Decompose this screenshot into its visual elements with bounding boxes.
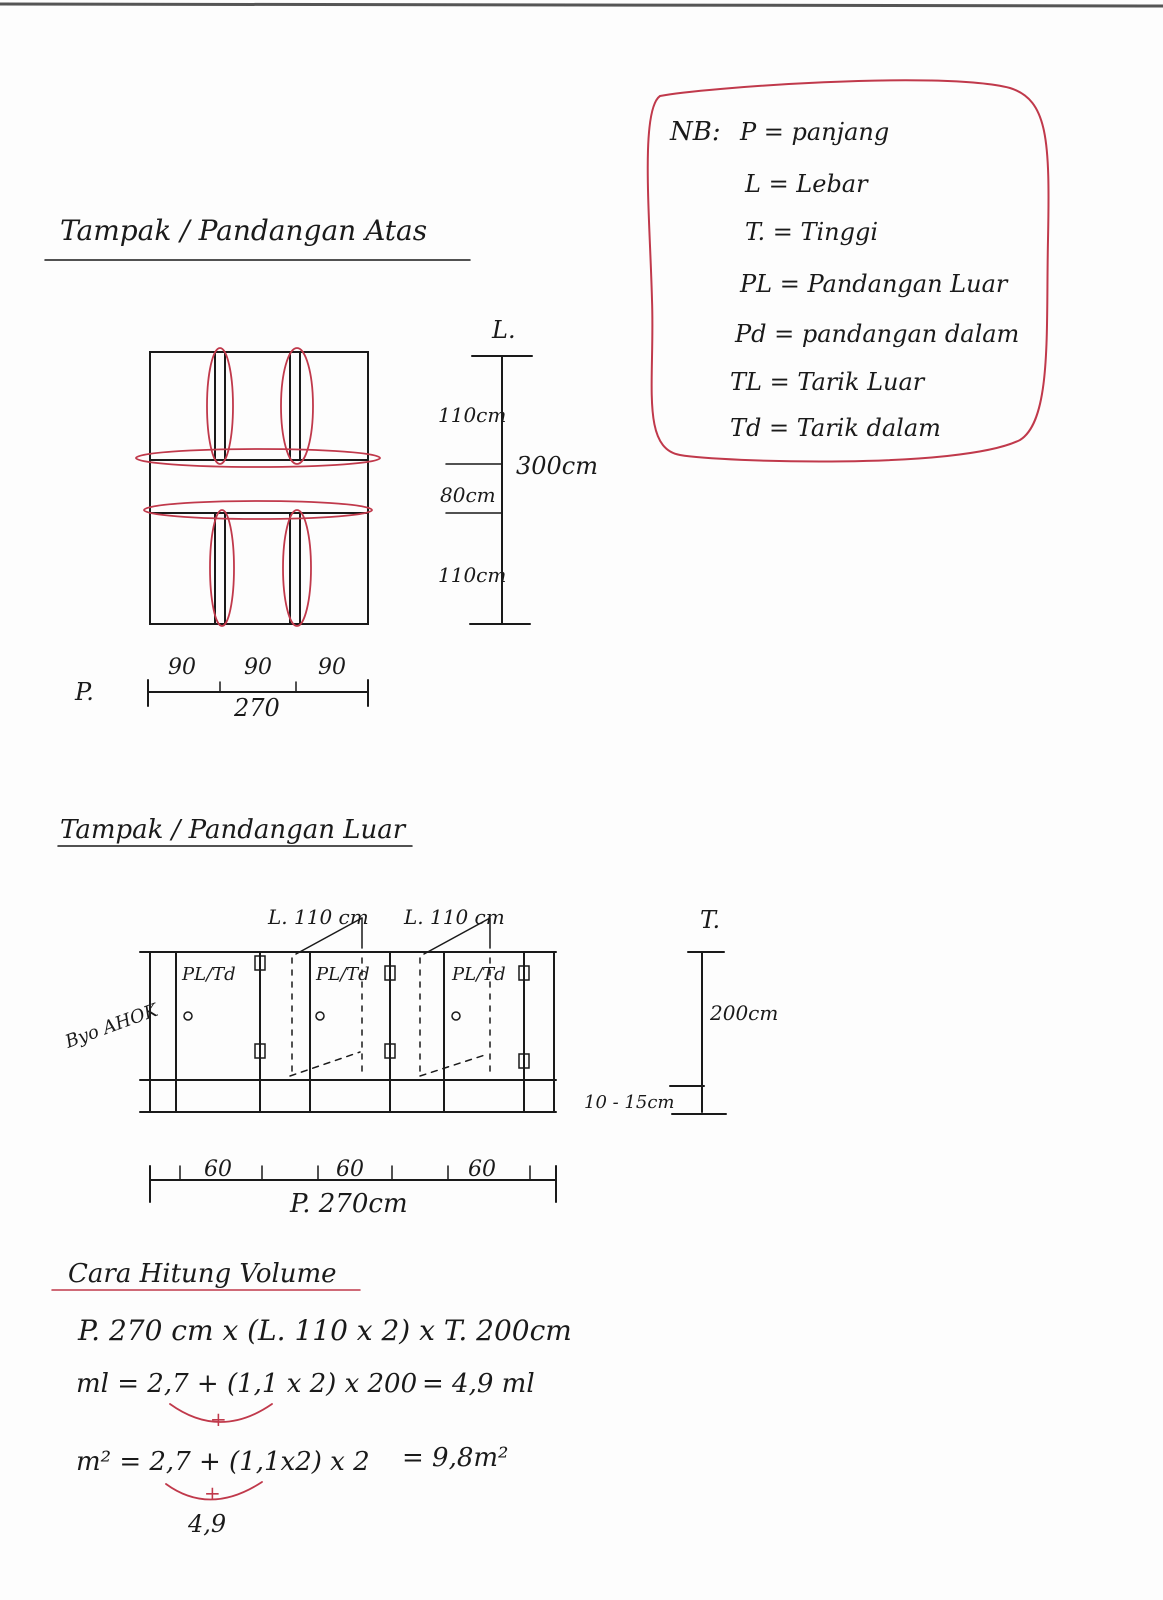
width-callout: L. 110 cm (267, 905, 369, 929)
calc-line-1: P. 270 cm x (L. 110 x 2) x T. 200cm (77, 1314, 572, 1347)
calculation-section: Cara Hitung Volume P. 270 cm x (L. 110 x… (51, 1259, 572, 1538)
plus-mark: + (204, 1481, 221, 1505)
l-axis-label: L. (491, 316, 516, 344)
outside-view-title: Tampak / Pandangan Luar (60, 815, 407, 845)
bottom-total-label: P. 270cm (289, 1189, 408, 1219)
t-axis-label: T. (700, 906, 720, 934)
l-part-label: 80cm (440, 483, 496, 507)
p-part-label: 90 (168, 655, 196, 680)
p-part-label: 90 (318, 655, 346, 680)
legend-box: NB: P = panjang L = Lebar T. = Tinggi PL… (646, 79, 1050, 463)
legend-item: T. = Tinggi (745, 218, 878, 246)
calc-title: Cara Hitung Volume (68, 1259, 337, 1289)
p-axis-label: P. (74, 678, 94, 706)
calc-line-2-result: = 4,9 ml (422, 1369, 535, 1399)
bottom-part-label: 60 (468, 1157, 496, 1182)
legend-item: TL = Tarik Luar (730, 368, 926, 396)
top-view-title: Tampak / Pandangan Atas (60, 214, 427, 247)
panel-label: PL/Td (181, 964, 236, 985)
l-total-label: 300cm (516, 452, 598, 480)
calc-line-2-left: ml = 2,7 + (1,1 x 2) x 200 (76, 1369, 417, 1399)
legend-item: PL = Pandangan Luar (739, 270, 1009, 298)
legend-item: P = panjang (739, 118, 889, 146)
calc-line-3-left: m² = 2,7 + (1,1x2) x 2 (76, 1447, 370, 1477)
panel-label: PL/Td (315, 964, 370, 985)
top-view-section: Tampak / Pandangan Atas L. 110cm 80cm 11… (44, 214, 598, 722)
plus-mark: + (210, 1407, 227, 1431)
width-callout: L. 110 cm (403, 905, 505, 929)
legend-title: NB: (669, 117, 721, 147)
sum-value: 4,9 (187, 1510, 226, 1538)
legend-item: Td = Tarik dalam (730, 414, 941, 442)
bottom-part-label: 60 (204, 1157, 232, 1182)
p-total-label: 270 (233, 694, 280, 722)
bottom-part-label: 60 (336, 1157, 364, 1182)
legend-item: Pd = pandangan dalam (734, 320, 1019, 348)
legend-item: L = Lebar (744, 170, 869, 198)
panel-label: PL/Td (451, 964, 506, 985)
l-part-label: 110cm (438, 403, 506, 427)
calc-line-3-result: = 9,8m² (402, 1443, 508, 1473)
gap-value-label: 10 - 15cm (584, 1092, 674, 1113)
p-part-label: 90 (244, 655, 272, 680)
t-value-label: 200cm (709, 1001, 778, 1025)
l-part-label: 110cm (438, 563, 506, 587)
